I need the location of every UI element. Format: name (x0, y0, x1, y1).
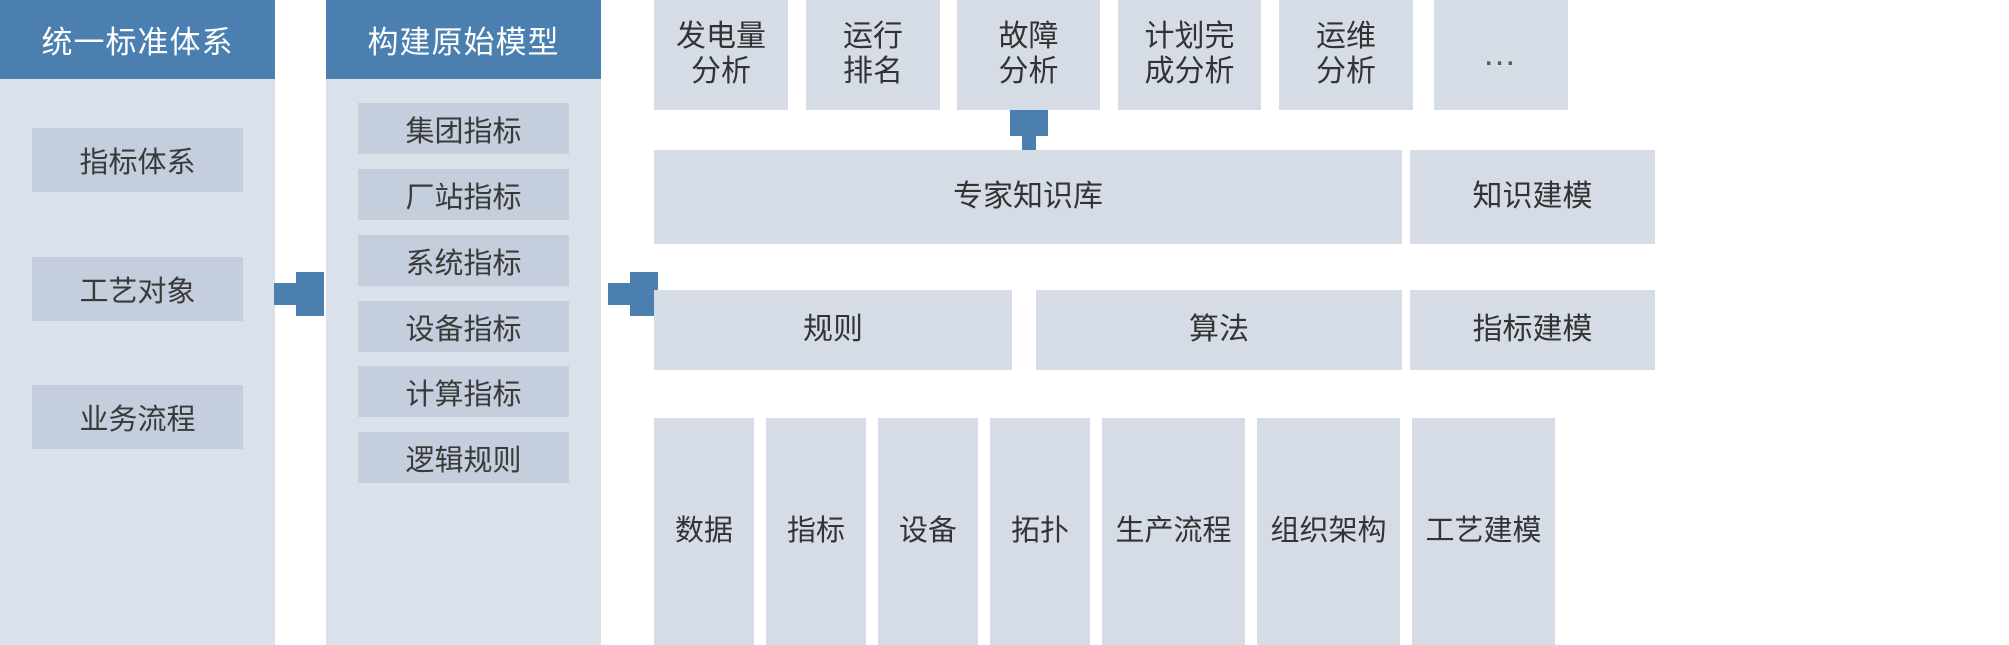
card-label: 计划完 成分析 (1144, 20, 1235, 88)
card-label: 指标建模 (1472, 312, 1593, 346)
chip-calculated-indicator[interactable]: 计算指标 (358, 366, 569, 417)
card-generation-analysis[interactable]: 发电量 分析 (654, 0, 788, 110)
standard-system-header-label: 统一标准体系 (41, 25, 234, 60)
chip-indicator-system[interactable]: 指标体系 (32, 128, 243, 192)
card-rules[interactable]: 规则 (654, 290, 1012, 370)
card-label: 知识建模 (1472, 179, 1593, 213)
arrow-shaft (1022, 110, 1036, 156)
card-process-modeling[interactable]: 工艺建模 (1412, 418, 1555, 645)
card-organization-structure[interactable]: 组织架构 (1257, 418, 1400, 645)
card-production-process[interactable]: 生产流程 (1102, 418, 1245, 645)
card-topology[interactable]: 拓扑 (990, 418, 1090, 645)
card-label: 拓扑 (1010, 514, 1069, 547)
chip-device-indicator[interactable]: 设备指标 (358, 301, 569, 352)
card-indicator-modeling[interactable]: 指标建模 (1410, 290, 1655, 370)
card-label: 生产流程 (1115, 514, 1232, 547)
chip-label: 设备指标 (405, 313, 522, 346)
raw-model-header-label: 构建原始模型 (367, 25, 560, 60)
card-algorithms[interactable]: 算法 (1036, 290, 1402, 370)
card-label: 数据 (674, 514, 733, 547)
arrow-model-to-application-icon (608, 272, 658, 316)
card-operation-ranking[interactable]: 运行 排名 (806, 0, 940, 110)
chip-process-object[interactable]: 工艺对象 (32, 257, 243, 321)
chip-label: 厂站指标 (405, 181, 522, 214)
chip-label: 集团指标 (405, 115, 522, 148)
card-more-ellipsis[interactable]: … (1434, 0, 1568, 110)
chip-business-process[interactable]: 业务流程 (32, 385, 243, 449)
card-device[interactable]: 设备 (878, 418, 978, 645)
chip-label: 逻辑规则 (405, 444, 522, 477)
arrow-head (630, 272, 658, 316)
arrow-standard-to-model-icon (274, 272, 324, 316)
chip-label: 系统指标 (405, 247, 522, 280)
card-label: … (1482, 35, 1520, 74)
card-label: 故障 分析 (998, 20, 1059, 88)
chip-label: 工艺对象 (79, 276, 196, 308)
chip-plant-indicator[interactable]: 厂站指标 (358, 169, 569, 220)
card-indicator[interactable]: 指标 (766, 418, 866, 645)
card-label: 规则 (803, 312, 863, 346)
card-label: 运行 排名 (843, 20, 903, 88)
card-label: 工艺建模 (1425, 514, 1542, 547)
chip-label: 指标体系 (79, 147, 196, 179)
card-data[interactable]: 数据 (654, 418, 754, 645)
card-maintenance-analysis[interactable]: 运维 分析 (1279, 0, 1413, 110)
card-fault-analysis[interactable]: 故障 分析 (957, 0, 1100, 110)
standard-system-header: 统一标准体系 (0, 0, 275, 79)
card-knowledge-modeling[interactable]: 知识建模 (1410, 150, 1655, 244)
chip-label: 计算指标 (405, 378, 522, 411)
chip-label: 业务流程 (79, 404, 196, 436)
chip-group-indicator[interactable]: 集团指标 (358, 103, 569, 154)
card-label: 专家知识库 (953, 179, 1103, 213)
card-label: 设备 (898, 514, 957, 547)
card-label: 组织架构 (1270, 514, 1387, 547)
chip-logic-rule[interactable]: 逻辑规则 (358, 432, 569, 483)
card-label: 算法 (1189, 312, 1249, 346)
standard-system-panel (0, 0, 275, 645)
card-label: 发电量 分析 (676, 20, 766, 88)
card-label: 运维 分析 (1316, 20, 1376, 88)
raw-model-header: 构建原始模型 (326, 0, 601, 79)
arrow-head (296, 272, 324, 316)
card-label: 指标 (786, 514, 845, 547)
arrow-fault-to-knowledge-icon (1010, 110, 1048, 156)
chip-system-indicator[interactable]: 系统指标 (358, 235, 569, 286)
card-expert-knowledge-base[interactable]: 专家知识库 (654, 150, 1402, 244)
card-plan-completion-analysis[interactable]: 计划完 成分析 (1118, 0, 1261, 110)
